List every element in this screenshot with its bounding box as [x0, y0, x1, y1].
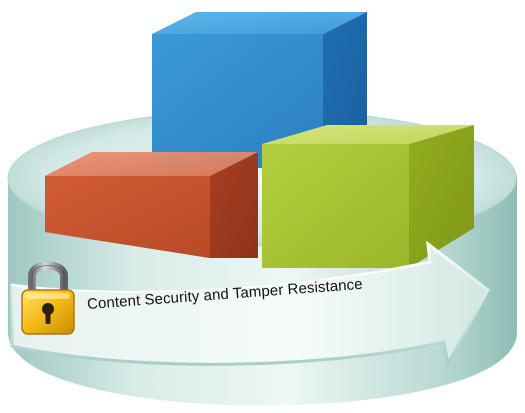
green-block: [262, 125, 474, 268]
blue-cube: [152, 12, 367, 168]
orange-block-front: [45, 152, 258, 258]
padlock-icon: [21, 261, 75, 335]
